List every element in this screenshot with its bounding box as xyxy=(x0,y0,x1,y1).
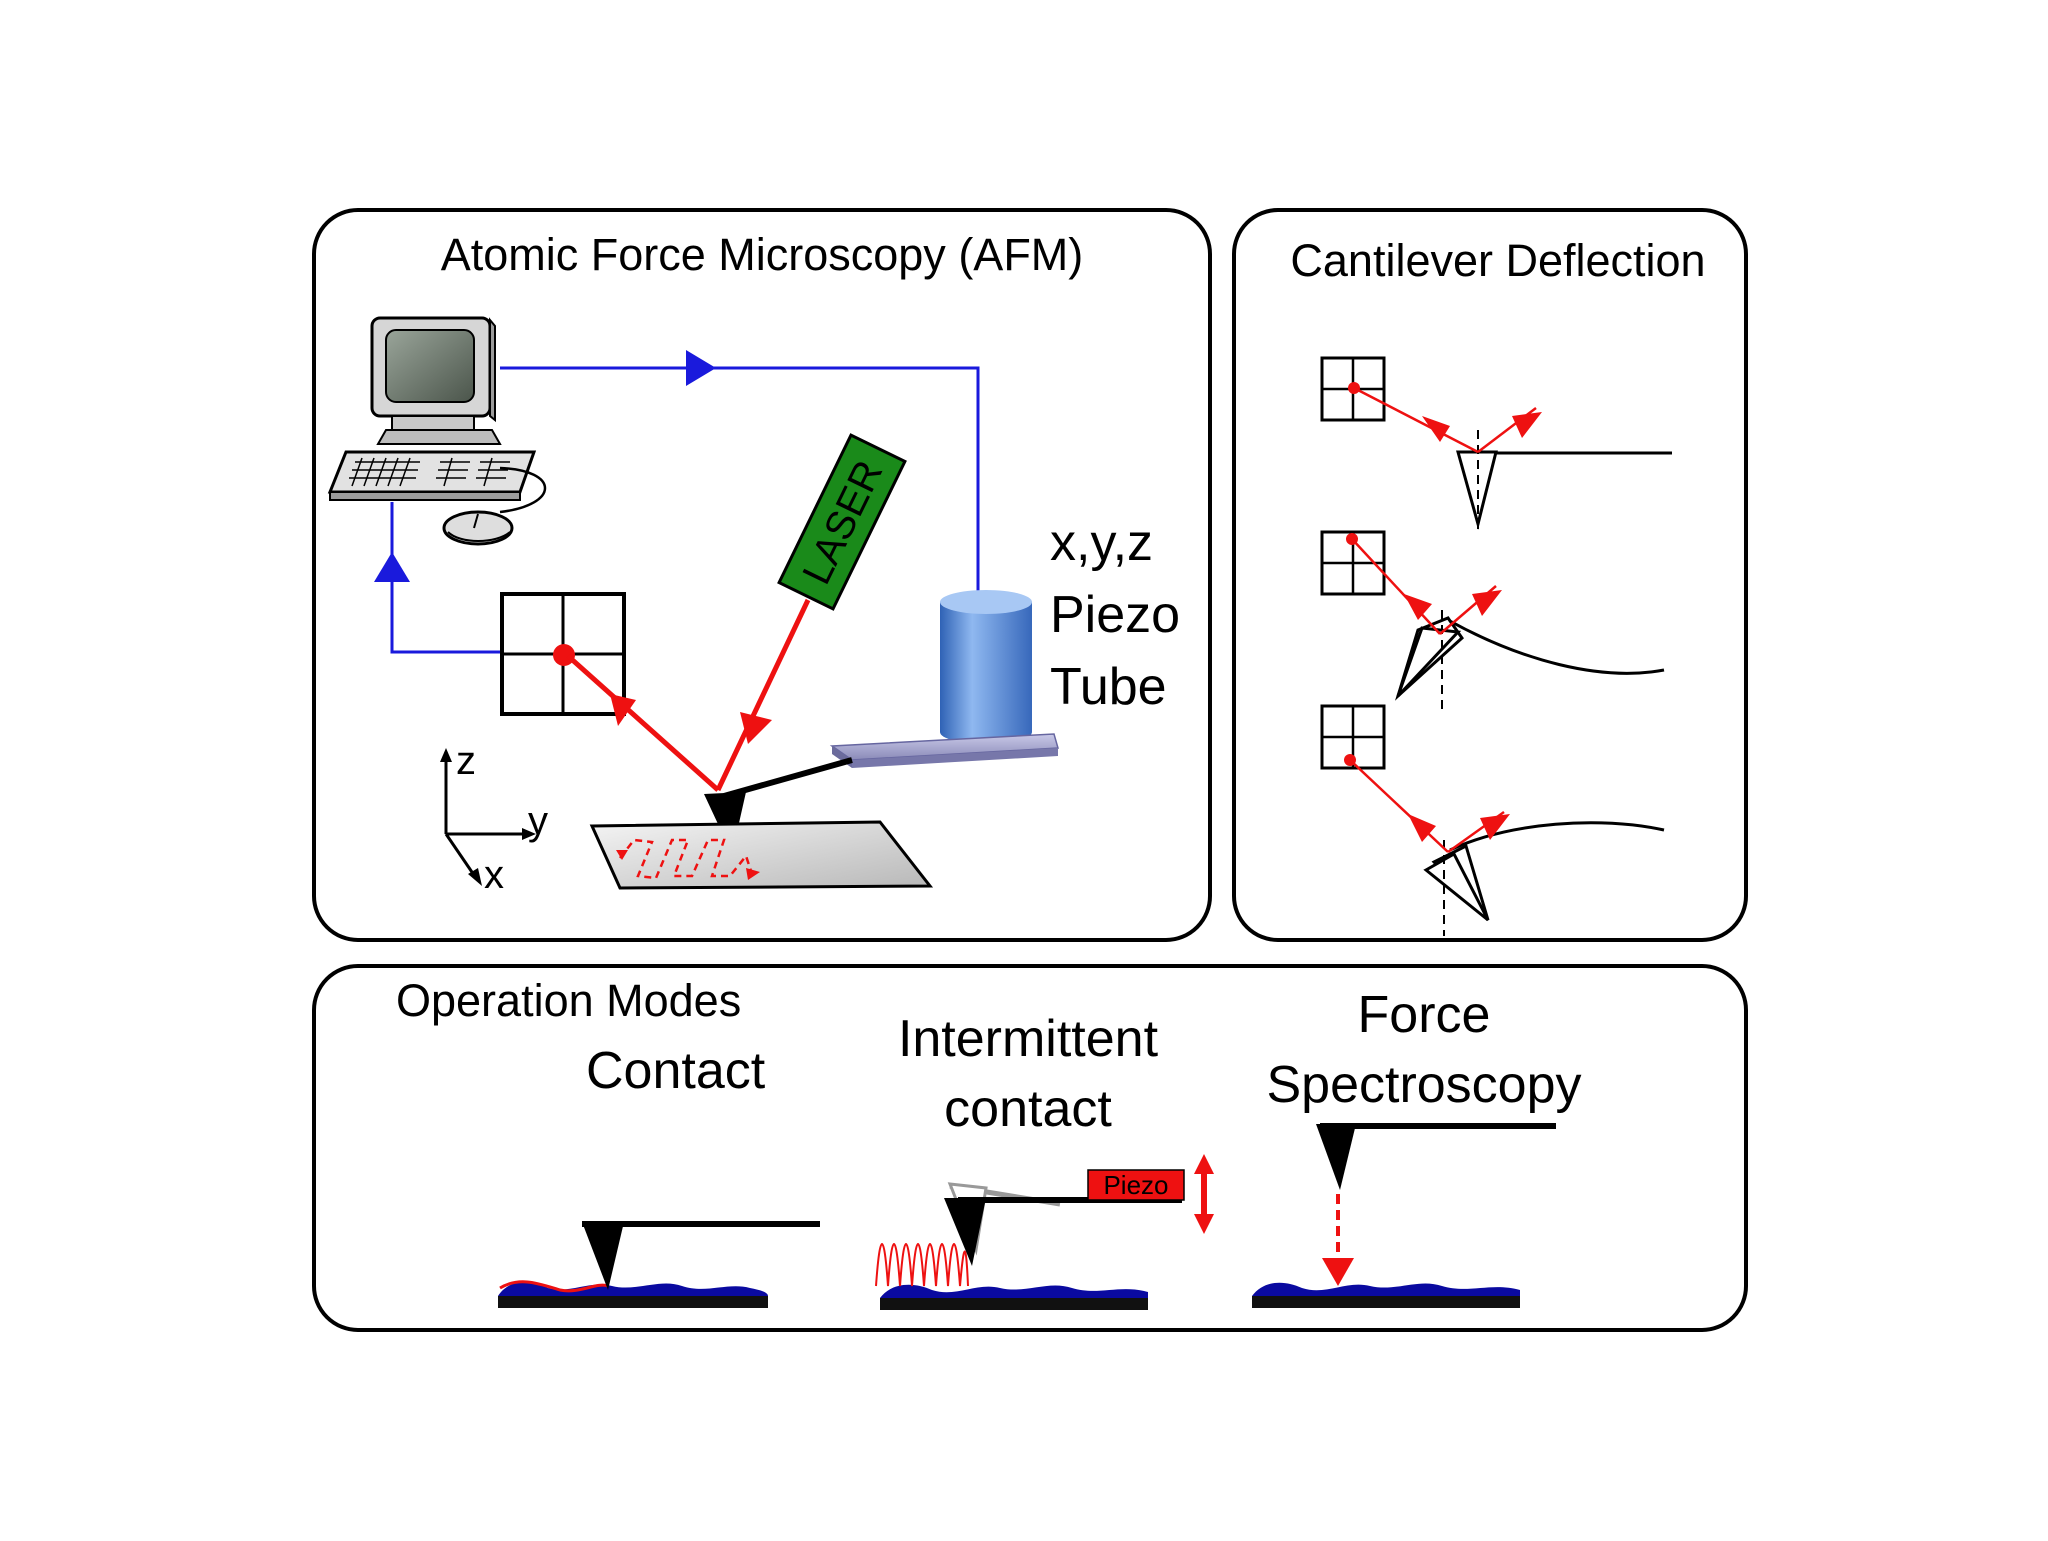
intermittent-label-line-2: contact xyxy=(944,1080,1112,1138)
afm-panel-title: Atomic Force Microscopy (AFM) xyxy=(441,229,1084,280)
contact-mode-illustration xyxy=(498,1221,820,1308)
contact-mode-label: Contact xyxy=(586,1042,766,1100)
modes-panel-title: Operation Modes xyxy=(396,975,741,1026)
cantilever xyxy=(723,757,853,799)
computer-icon xyxy=(327,316,546,546)
photodetector-icon xyxy=(500,592,626,716)
force-label-line-2: Spectroscopy xyxy=(1266,1056,1581,1114)
piezo-tag xyxy=(1087,1169,1185,1201)
axis-label-x: x xyxy=(484,853,504,897)
laser-beam xyxy=(566,598,811,792)
afm-panel: Atomic Force Microscopy (AFM) xyxy=(312,208,1212,942)
deflection-panel: Cantilever Deflection xyxy=(1232,208,1748,942)
arrow-up-icon xyxy=(374,552,410,582)
deflection-panel-title: Cantilever Deflection xyxy=(1290,235,1705,286)
deflection-case-down xyxy=(1320,530,1665,712)
xyz-axes xyxy=(440,748,536,886)
force-label-line-1: Force xyxy=(1358,986,1491,1044)
intermittent-label-line-1: Intermittent xyxy=(898,1010,1159,1068)
signal-path xyxy=(374,350,980,654)
piezo-label-line-2: Piezo xyxy=(1050,586,1180,644)
axis-label-z: z xyxy=(456,739,476,783)
modes-panel-frame xyxy=(312,964,1748,1332)
axis-label-y: y xyxy=(528,799,548,843)
arrow-right-icon xyxy=(686,350,716,386)
piezo-tag-label: Piezo xyxy=(1103,1170,1168,1200)
piezo-label-line-3: Tube xyxy=(1050,658,1167,716)
piezo-label-line-1: x,y,z xyxy=(1050,514,1153,572)
intermittent-mode-illustration: Piezo xyxy=(875,1154,1214,1310)
sample-stage xyxy=(589,820,934,890)
force-mode-illustration xyxy=(1252,1123,1556,1308)
piezo-tube xyxy=(829,590,1059,768)
modes-panel: Operation Modes Contact Intermittent con… xyxy=(312,964,1748,1332)
deflection-case-flat xyxy=(1320,356,1672,530)
deflection-case-up xyxy=(1320,704,1665,936)
